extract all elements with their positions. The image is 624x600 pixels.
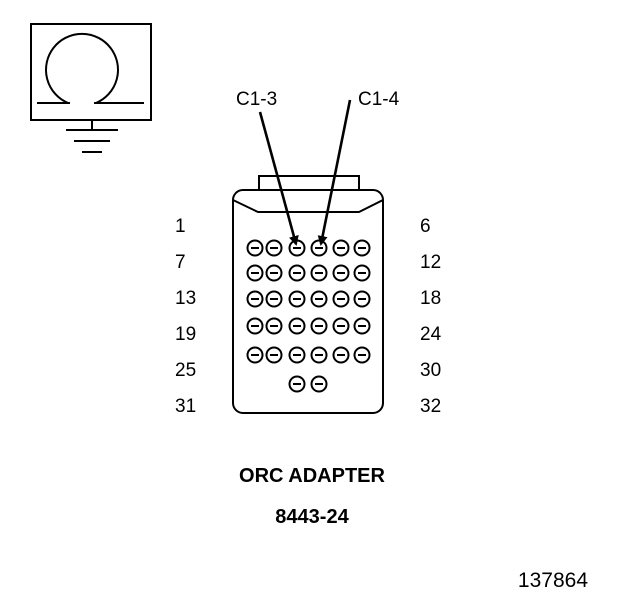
pin-cavity — [246, 290, 264, 308]
adapter-part-number: 8443-24 — [275, 506, 349, 528]
ground-resistance-symbol-icon — [30, 23, 152, 153]
pin-cavity — [288, 317, 306, 335]
pin-number-label: 18 — [420, 288, 441, 309]
pin-numbers-left: 1 7 13 19 25 31 — [175, 216, 196, 417]
callout-c1-4-arrow — [317, 99, 352, 246]
pin-cavity — [265, 264, 283, 282]
pin-number-label: 32 — [420, 396, 441, 417]
pin-cavity — [353, 239, 371, 257]
pin-cavity — [246, 317, 264, 335]
pin-cavity — [265, 317, 283, 335]
pin-cavity — [288, 375, 306, 393]
pin-number-label: 25 — [175, 360, 196, 381]
pin-cavity — [310, 317, 328, 335]
pin-cavity — [310, 375, 328, 393]
pin-number-label: 31 — [175, 396, 196, 417]
pin-number-label: 13 — [175, 288, 196, 309]
pin-cavity — [310, 264, 328, 282]
pin-number-label: 1 — [175, 216, 186, 237]
pin-cavity — [332, 239, 350, 257]
callout-c1-3-label: C1-3 — [236, 89, 277, 110]
pin-cavity — [288, 290, 306, 308]
pin-cavity — [288, 239, 306, 257]
pin-cavity — [310, 290, 328, 308]
connector-body — [232, 175, 384, 414]
callout-c1-3-arrow — [258, 111, 299, 246]
pin-cavity — [332, 264, 350, 282]
pin-cavity — [353, 317, 371, 335]
pin-cavity — [353, 264, 371, 282]
pin-cavity — [310, 239, 328, 257]
pin-number-label: 30 — [420, 360, 441, 381]
pin-number-label: 19 — [175, 324, 196, 345]
pin-cavity — [288, 264, 306, 282]
pin-cavity — [265, 239, 283, 257]
pin-cavity — [353, 346, 371, 364]
pin-cavity — [265, 290, 283, 308]
pin-cavity — [332, 317, 350, 335]
pin-cavity — [288, 346, 306, 364]
pin-cavity — [246, 264, 264, 282]
pin-number-label: 7 — [175, 252, 186, 273]
adapter-name: ORC ADAPTER — [239, 465, 385, 487]
callout-c1-4-label: C1-4 — [358, 89, 400, 110]
pin-number-label: 6 — [420, 216, 431, 237]
pin-number-label: 24 — [420, 324, 442, 345]
pin-numbers-right: 6 12 18 24 30 32 — [420, 216, 442, 417]
pin-number-label: 12 — [420, 252, 441, 273]
pin-cavity-grid — [246, 239, 371, 393]
figure-id: 137864 — [518, 569, 588, 592]
pin-cavity — [332, 290, 350, 308]
pin-cavity — [332, 346, 350, 364]
pin-cavity — [246, 239, 264, 257]
pin-cavity — [353, 290, 371, 308]
pin-cavity — [246, 346, 264, 364]
pin-cavity — [265, 346, 283, 364]
pin-cavity — [310, 346, 328, 364]
